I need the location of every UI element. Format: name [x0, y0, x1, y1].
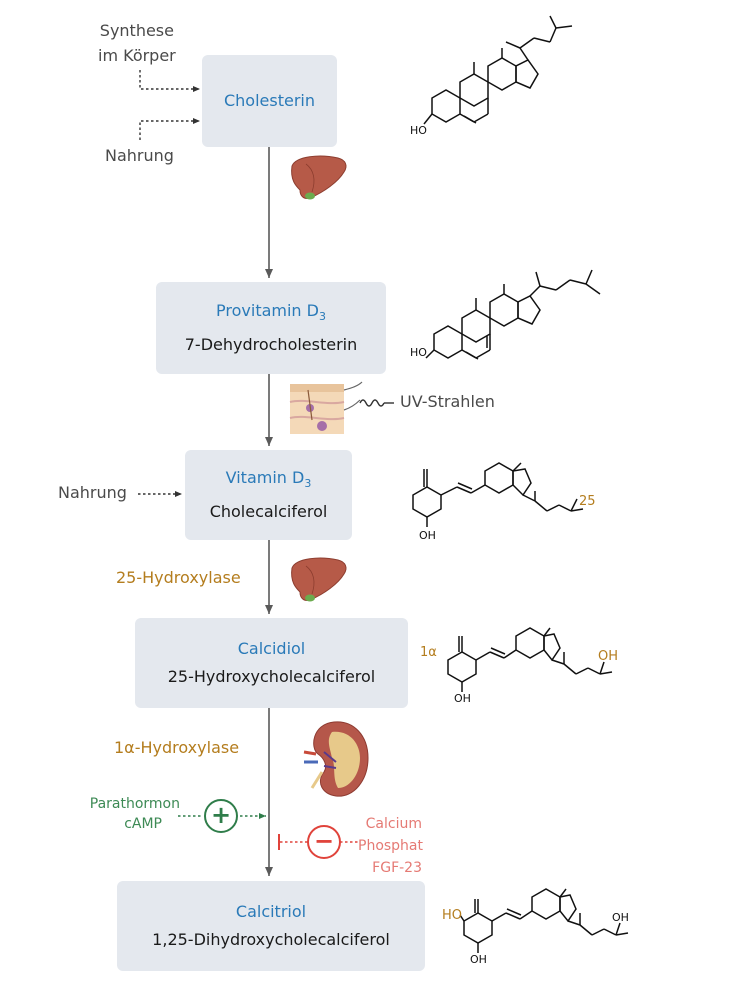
diet-label-2: Nahrung — [58, 483, 127, 502]
mol-oh-label: HO — [410, 124, 427, 137]
liver-icon — [291, 155, 347, 200]
inhibitor-list: Calcium Phosphat FGF-23 — [358, 813, 424, 879]
enzyme-25-hydroxylase: 25-Hydroxylase — [116, 568, 241, 587]
step-subtitle: 25-Hydroxycholecalciferol — [167, 667, 376, 686]
molecule-cholecalciferol: OH 25 — [412, 462, 596, 542]
step-subtitle: Cholecalciferol — [209, 502, 328, 522]
inhibitor-fgf23: FGF-23 — [372, 860, 422, 876]
step-name: Cholesterin — [223, 91, 315, 110]
step-provitamin-d3: Provitamin D3 7-Dehydrocholesterin — [156, 282, 386, 374]
activator-list: Parathormon cAMP — [84, 794, 180, 834]
mol-ho-1a-label: HO — [442, 908, 462, 923]
kidney-icon — [303, 721, 369, 797]
mol-oh-label: OH — [470, 953, 487, 966]
synthesis-label: Synthese im Körper — [98, 21, 176, 65]
mol-oh-label: OH — [419, 529, 436, 542]
step-subtitle: 1,25-Dihydroxycholecalciferol — [152, 930, 390, 949]
inhibitor-minus-symbol: − — [313, 827, 335, 855]
inhibitor-phosphat: Phosphat — [358, 838, 424, 854]
step-vitamin-d3: Vitamin D3 Cholecalciferol — [185, 450, 352, 540]
uv-wave — [359, 399, 385, 407]
liver-icon — [291, 557, 347, 602]
molecule-cholesterin: HO — [410, 15, 573, 137]
molecule-calcitriol: HO OH OH — [442, 888, 629, 966]
molecule-calcidiol: OH 1α OH — [420, 627, 618, 705]
step-name: Calcitriol — [235, 902, 307, 921]
activator-plus-symbol: + — [210, 801, 232, 829]
step-cholesterin: Cholesterin — [202, 55, 337, 147]
skin-icon — [289, 381, 363, 434]
mol-oh-label: HO — [410, 346, 427, 359]
molecule-7-dehydrocholesterin: HO — [410, 269, 601, 360]
mol-oh-25-label: OH — [612, 911, 629, 924]
mol-position-1a: 1α — [420, 645, 437, 660]
arrow-synthesis — [139, 70, 200, 92]
step-subtitle: 7-Dehydrocholesterin — [184, 335, 358, 355]
activator-camp: cAMP — [124, 816, 162, 832]
inhibitor-circle — [307, 825, 341, 859]
arrow-diet-1 — [139, 118, 200, 140]
uv-label: UV-Strahlen — [400, 392, 495, 411]
step-calcidiol: Calcidiol 25-Hydroxycholecalciferol — [135, 618, 408, 708]
enzyme-1a-hydroxylase: 1α-Hydroxylase — [114, 738, 240, 757]
inhibitor-calcium: Calcium — [365, 816, 422, 832]
mol-oh-label: OH — [454, 692, 471, 705]
mol-oh-25-label: OH — [598, 649, 618, 664]
activator-circle — [204, 799, 238, 833]
diet-label-1: Nahrung — [105, 146, 174, 165]
step-name: Vitamin D3 — [225, 467, 312, 491]
step-name: Calcidiol — [237, 639, 306, 658]
activator-parathormon: Parathormon — [89, 796, 180, 812]
mol-position-25: 25 — [579, 494, 596, 509]
step-name: Provitamin D3 — [216, 300, 326, 324]
step-calcitriol: Calcitriol 1,25-Dihydroxycholecalciferol — [117, 881, 425, 971]
